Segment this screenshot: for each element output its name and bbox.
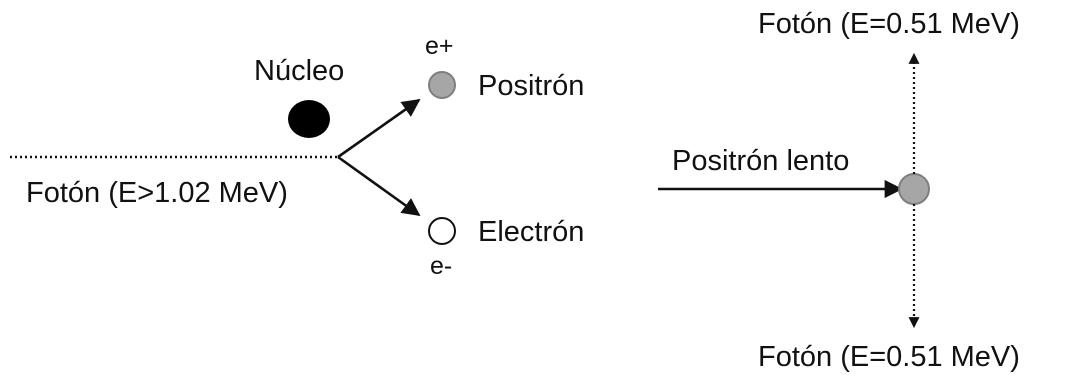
- electron-track-arrow: [337, 155, 421, 217]
- slow-positron-label: Positrón lento: [672, 145, 850, 177]
- positron-charge-label: e+: [425, 32, 454, 60]
- positron-track-arrow: [337, 98, 421, 159]
- nucleus-dot: [288, 100, 330, 138]
- photon-top-label: Fotón (E=0.51 MeV): [758, 8, 1020, 40]
- electron-charge-label: e-: [430, 252, 453, 280]
- positron-particle: [428, 71, 456, 99]
- annihilation-positron: [898, 173, 930, 205]
- incoming-photon-label: Fotón (E>1.02 MeV): [26, 177, 288, 209]
- photon-bottom-label: Fotón (E=0.51 MeV): [758, 341, 1020, 373]
- positron-label: Positrón: [478, 70, 585, 102]
- electron-label: Electrón: [478, 216, 585, 248]
- nucleus-label: Núcleo: [254, 55, 345, 87]
- electron-particle: [428, 217, 456, 245]
